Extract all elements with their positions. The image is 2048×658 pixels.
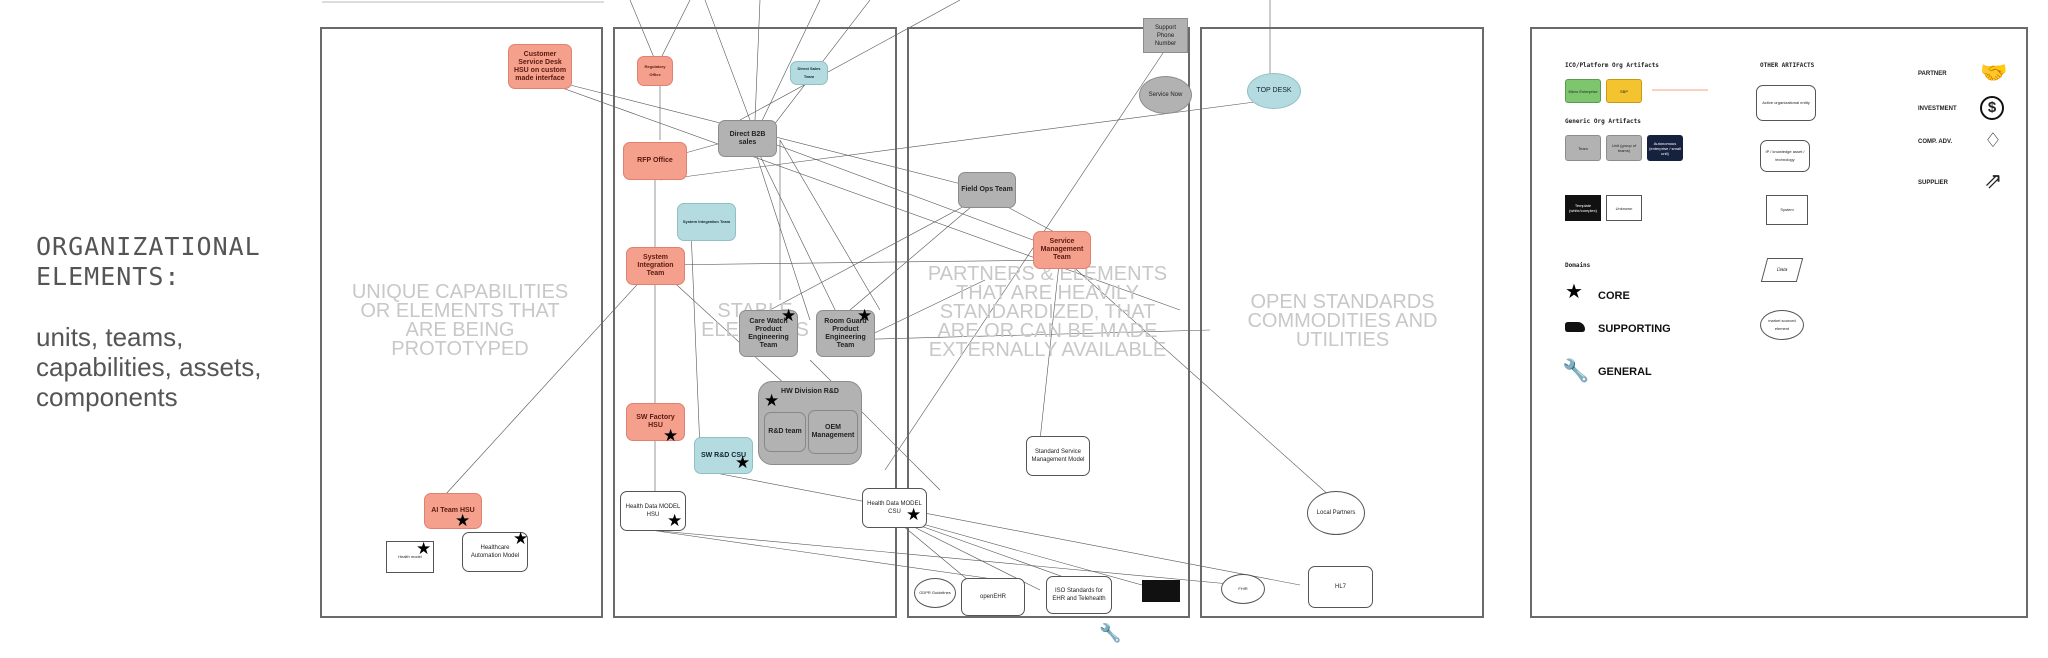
core-star-icon: ★ [667, 511, 683, 530]
node-health-data-hsu[interactable]: Health Data MODEL HSU [620, 491, 686, 531]
legend-supplier: SUPPLIER [1918, 180, 1949, 186]
legend-data: Data [1760, 258, 1804, 282]
legend-panel [1530, 27, 2028, 618]
node-care-watch[interactable]: Care Watch Product Engineering Team [739, 310, 798, 357]
legend-general: GENERAL [1598, 366, 1652, 378]
node-oem-mgmt[interactable]: OEM Management [808, 410, 858, 454]
legend-core: CORE [1598, 290, 1630, 302]
core-star-icon: ★ [1565, 281, 1583, 303]
panel-open [1200, 27, 1484, 618]
legend-domains-title: Domains [1565, 262, 1591, 269]
core-star-icon: ★ [781, 306, 797, 325]
core-star-icon: ★ [416, 539, 432, 558]
legend-supporting: SUPPORTING [1598, 323, 1671, 335]
wrench-icon: 🔧 [1099, 623, 1122, 643]
node-gdpr[interactable]: GDPR Guidelines [914, 578, 956, 608]
legend-org-artifacts-title: ICO/Platform Org Artifacts [1565, 62, 1659, 69]
legend-system: System [1766, 195, 1808, 225]
node-support-integration[interactable]: System Integration Team [677, 203, 736, 241]
node-ai-team[interactable]: AI Team HSU [424, 493, 482, 529]
node-sw-factory[interactable]: SW Factory HSU [626, 403, 685, 441]
panel-partners [907, 27, 1190, 618]
panel-open-title: OPEN STANDARDS COMMODITIES AND UTILITIES [1247, 291, 1438, 351]
node-customer-service[interactable]: Customer Service Desk HSU on custom made… [508, 44, 572, 89]
core-star-icon: ★ [663, 426, 679, 445]
node-support-phone[interactable]: Support Phone Number [1143, 18, 1188, 53]
hw-division-label: HW Division R&D [781, 388, 839, 395]
node-openehr[interactable]: openEHR [961, 578, 1025, 616]
core-star-icon: ★ [735, 453, 751, 472]
node-local-partners[interactable]: Local Partners [1307, 491, 1365, 535]
node-rfp-office[interactable]: RFP Office [623, 142, 687, 180]
supporting-hand-icon [1565, 322, 1585, 332]
node-health-data-csu[interactable]: Health Data MODEL CSU [862, 488, 927, 528]
legend-micro-enterprise: Micro Enterprise [1565, 79, 1601, 103]
legend-comp-adv: COMP. ADV. [1918, 139, 1953, 145]
node-direct-b2b[interactable]: Direct B2B sales [718, 120, 777, 157]
node-std-service-model[interactable]: Standard Service Management Model [1026, 436, 1090, 476]
wrench-icon: 🔧 [1562, 358, 1590, 383]
legend-sbp: SBP [1606, 79, 1642, 103]
node-regulatory-office[interactable]: Regulatory Office [637, 56, 673, 86]
node-iso[interactable]: ISO Standards for EHR and Telehealth [1046, 576, 1112, 614]
section-heading: ORGANIZATIONAL ELEMENTS: [36, 232, 261, 291]
node-hl7[interactable]: HL7 [1308, 566, 1373, 608]
core-star-icon: ★ [513, 529, 529, 548]
legend-partner: PARTNER [1918, 71, 1947, 77]
node-system-integration[interactable]: System Integration Team [626, 247, 685, 285]
legend-investment: INVESTMENT [1918, 106, 1957, 112]
legend-unknown: Unknown [1606, 195, 1642, 221]
legend-team: Team [1565, 135, 1601, 161]
node-healthcare-automation[interactable]: Healthcare Automation Model [462, 532, 528, 572]
node-black-template[interactable] [1142, 580, 1180, 602]
node-health-model-small[interactable]: Health model [386, 541, 434, 573]
node-room-guard[interactable]: Room Guard Product Engineering Team [816, 310, 875, 357]
legend-template: Template (white/complex) [1565, 195, 1601, 221]
legend-active-entity: Active organizational entity [1756, 85, 1816, 121]
node-direct-sales-team[interactable]: Direct Sales Team [790, 61, 828, 85]
panel-stable [613, 27, 897, 618]
core-star-icon: ★ [857, 306, 873, 325]
node-top-desk[interactable]: TOP DESK [1247, 73, 1301, 109]
node-service-mgmt[interactable]: Service Management Team [1033, 231, 1091, 269]
node-rd-team[interactable]: R&D team [764, 412, 806, 452]
core-star-icon: ★ [455, 511, 471, 530]
legend-other-title: OTHER ARTIFACTS [1760, 62, 1815, 69]
section-subheading: units, teams, capabilities, assets, comp… [36, 322, 262, 412]
node-field-ops[interactable]: Field Ops Team [958, 172, 1016, 208]
node-fhir[interactable]: FHIR [1221, 574, 1265, 604]
panel-unique-title: UNIQUE CAPABILITIES OR ELEMENTS THAT ARE… [351, 281, 569, 360]
panel-partners-title: PARTNERS & ELEMENTS THAT ARE HEAVILY STA… [927, 263, 1168, 361]
legend-unit: Unit (group of teams) [1606, 135, 1642, 161]
dollar-icon: $ [1980, 96, 2004, 120]
legend-market-element: market sourced element [1760, 310, 1804, 340]
handshake-icon: 🤝 [1980, 60, 2008, 85]
core-star-icon: ★ [906, 505, 922, 524]
panel-unique [320, 27, 603, 618]
legend-autonomous: Autonomous (enterprise / small unit) [1647, 135, 1683, 161]
legend-generic-title: Generic Org Artifacts [1565, 118, 1641, 125]
diamond-icon: ♢ [1984, 130, 2002, 152]
external-link-icon: ⇗ [1984, 168, 2003, 193]
node-sw-rd-csu[interactable]: SW R&D CSU [694, 437, 753, 474]
legend-ip-knowledge: IP / knowledge asset / technology [1760, 140, 1810, 172]
core-star-icon: ★ [764, 391, 780, 410]
node-service-now[interactable]: Service Now [1139, 76, 1192, 114]
